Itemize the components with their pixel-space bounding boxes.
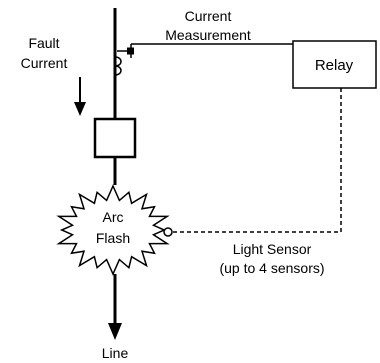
light-sensor-wire xyxy=(173,88,342,233)
relay-box: Relay xyxy=(292,40,377,89)
arc-flash-label-line2: Flash xyxy=(96,230,130,246)
fault-current-indicator: Fault Current xyxy=(21,35,86,116)
breaker-box-icon xyxy=(93,117,137,159)
fault-current-label-line1: Fault xyxy=(28,35,59,51)
starburst-icon xyxy=(56,184,170,276)
relay-label: Relay xyxy=(315,57,354,74)
arc-flash-label-line1: Arc xyxy=(103,209,124,225)
light-sensor-label-line2: (up to 4 sensors) xyxy=(219,260,324,276)
light-sensor-label-line1: Light Sensor xyxy=(233,241,312,257)
coil-icon xyxy=(114,56,122,76)
current-measurement-label: Current Measurement xyxy=(165,8,251,43)
arrow-down-icon xyxy=(74,77,86,116)
current-measurement-label-line2: Measurement xyxy=(165,27,251,43)
line-label: Line xyxy=(102,345,129,361)
fault-current-label-line2: Current xyxy=(21,55,68,71)
sensor-circle-icon xyxy=(163,227,173,237)
arrow-down-icon xyxy=(108,323,122,340)
current-measurement-label-line1: Current xyxy=(185,8,232,24)
